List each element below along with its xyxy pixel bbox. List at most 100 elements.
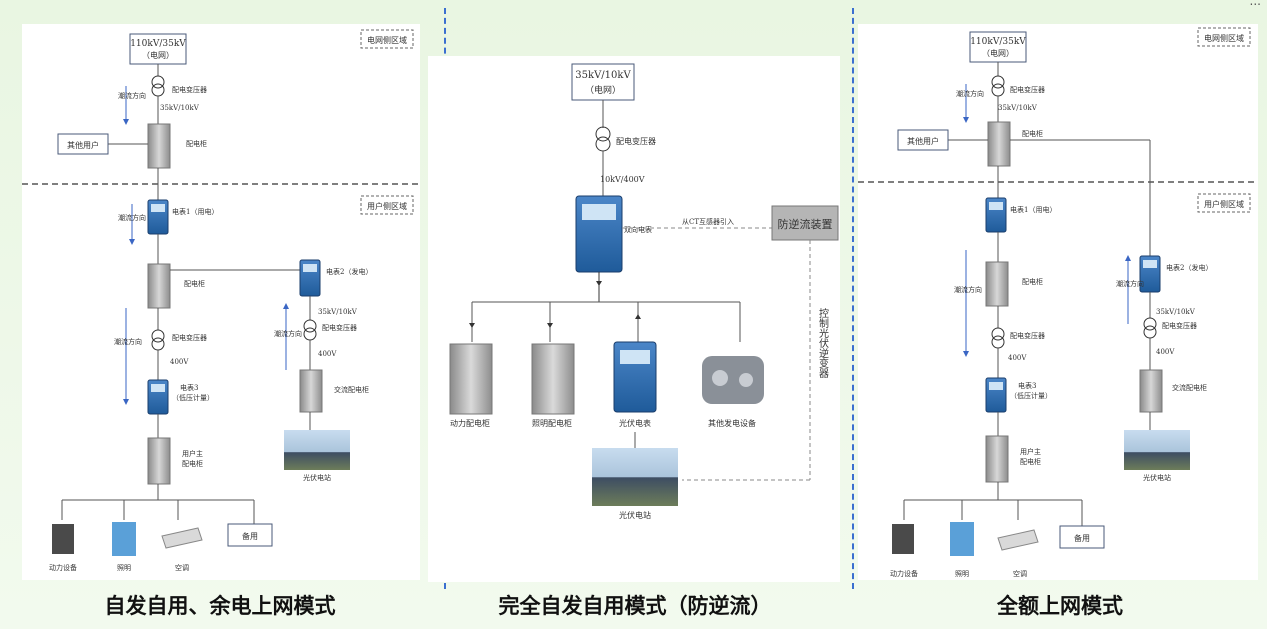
voltage-1-label: 35kV/10kV [998,104,1038,112]
load-label-1: 动力设备 [890,569,918,578]
main-cabinet-label: 用户主 [182,449,203,458]
pv-station-image [284,430,350,470]
lighting-distribution-cabinet [531,343,575,415]
cabinet-2-label: 配电柜 [184,279,205,288]
main-cabinet-label: 用户主 [1020,447,1041,456]
anti-reverse-device [771,205,839,241]
transformer-1-label: 配电变压器 [172,85,207,94]
flow-dir-2: 潮流方向 [954,285,982,294]
spare-box [227,523,273,547]
transformer-pv-label: 配电变压器 [322,323,357,332]
divider-right [852,8,854,589]
right-diagram: 电网侧区域 用户侧区域 110kV/35kV （电网） 配电变压器 35kV/1… [858,27,1258,578]
ac-cabinet [1139,369,1163,413]
cabinet-2 [147,263,171,309]
v400-label: 400V [170,358,189,366]
pv-station-label: 光伏电站 [303,473,331,482]
power-distribution-cabinet [449,343,493,415]
meter-2-label: 电表2（发电） [326,267,372,276]
load-label-1: 动力配电柜 [450,418,490,428]
grid-box-line2: （电网） [142,50,174,60]
grid-zone-label: 电网侧区域 [1204,33,1244,43]
load-label-2: 照明 [117,564,131,572]
grid-box-line1: 110kV/35kV [130,39,186,49]
cabinet-2-label: 配电柜 [1022,277,1043,286]
transformer-label: 配电变压器 [616,136,656,146]
load-label-3: 空调 [175,563,189,572]
grid-zone-label: 电网侧区域 [367,35,407,45]
user-zone-label: 用户侧区域 [367,201,407,211]
left-diagram: 电网侧区域 用户侧区域 110kV/35kV （电网） 配电变压器 35kV/1… [22,29,420,572]
cabinet-1 [987,121,1011,167]
voltage-pv-label: 35kV/10kV [318,308,358,316]
load-label-2: 照明配电柜 [532,418,572,428]
grid-box [571,63,635,101]
grid-zone-box [1197,27,1251,47]
other-users-label: 其他用户 [67,140,99,150]
pv-station-image [1124,430,1190,470]
pv-station-label: 光伏电站 [1143,473,1171,482]
spare-label: 备用 [242,531,258,541]
user-zone-box [1197,193,1251,213]
cabinet-1 [147,123,171,169]
control-text: 控制光伏逆变器 [817,307,829,379]
caption-middle: 完全自发自用模式（防逆流） [498,594,772,618]
meter-1-label: 电表1（用电） [1010,205,1056,214]
transformer-2-label: 配电变压器 [1010,331,1045,340]
middle-diagram: 35kV/10kV （电网） 配电变压器 10kV/400V 双向电表 从CT互… [449,63,839,520]
main-cabinet-label-2: 配电柜 [1020,457,1041,466]
other-generator-icon [702,356,764,404]
flow-dir-2: 潮流方向 [118,213,146,222]
load-label-2: 照明 [955,570,969,578]
air-conditioner-icon [997,529,1039,551]
lighting-icon [950,522,974,556]
v400-pv-label: 400V [1156,348,1175,356]
anti-reverse-label: 防逆流装置 [778,217,833,231]
v400-label: 400V [1008,354,1027,362]
transformer-2 [151,329,165,351]
cabinet-1-label: 配电柜 [1022,129,1043,138]
v400-pv-label: 400V [318,350,337,358]
ac-cabinet [299,369,323,413]
corner-text: ... [1249,0,1261,8]
left-panel: 电网侧区域 用户侧区域 110kV/35kV （电网） 配电变压器 35kV/1… [22,24,420,580]
ac-cabinet-label: 交流配电柜 [1172,383,1207,392]
other-users-box [57,133,109,155]
cabinet-2 [985,261,1009,307]
load-label-3: 光伏电表 [619,418,651,428]
voltage-pv-label: 35kV/10kV [1156,308,1196,316]
grid-box [129,33,187,65]
transformer-1 [151,75,165,97]
load-label-3: 空调 [1013,569,1027,578]
grid-box-line1: 35kV/10kV [575,70,631,81]
ac-cabinet-label: 交流配电柜 [334,385,369,394]
pv-station-image [592,448,678,506]
transformer-pv [1143,317,1157,339]
air-conditioner-icon [161,527,203,549]
power-equipment-icon [52,524,74,554]
caption-left: 自发自用、余电上网模式 [104,594,336,618]
meter-2-label: 电表2（发电） [1166,263,1212,272]
transformer-2-label: 配电变压器 [172,333,207,342]
flow-dir-pv: 潮流方向 [274,329,302,338]
transformer-pv-label: 配电变压器 [1162,321,1197,330]
power-equipment-icon [892,524,914,554]
meter-3-label: 电表3 [180,383,198,392]
voltage-1-label: 35kV/10kV [160,104,200,112]
load-label-4: 其他发电设备 [708,418,756,428]
grid-zone-box [360,29,414,49]
main-cabinet-label-2: 配电柜 [182,459,203,468]
voltage-label: 10kV/400V [600,175,645,184]
spare-box [1059,525,1105,549]
flow-dir-pv: 潮流方向 [1116,279,1144,288]
user-zone-label: 用户侧区域 [1204,199,1244,209]
bidirectional-meter-label: 双向电表 [624,225,652,234]
cabinet-1-label: 配电柜 [186,139,207,148]
lighting-icon [112,522,136,556]
user-zone-box [360,195,414,215]
meter-3-label: 电表3 [1018,381,1036,390]
ct-text: 从CT互感器引入 [682,217,734,226]
meter-3-sub: （低压计量） [1010,391,1052,400]
grid-box [969,31,1027,63]
flow-dir-3: 潮流方向 [114,337,142,346]
